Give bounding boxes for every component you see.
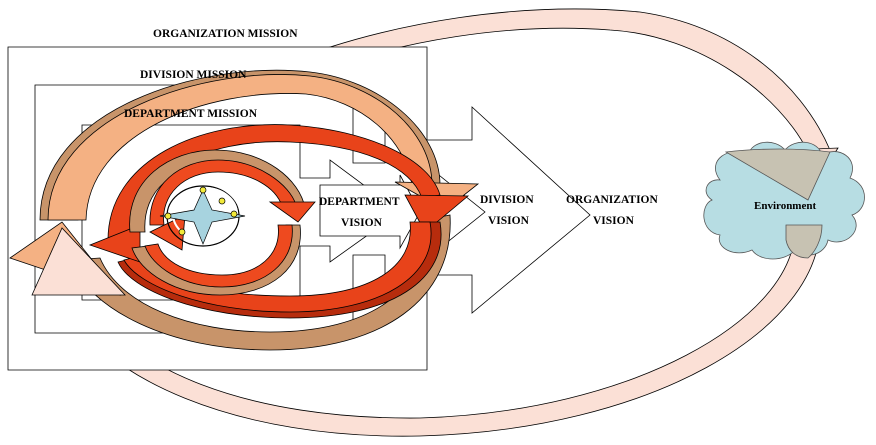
inner-loop-upper-arrowhead [268, 201, 316, 223]
environment-cloud [703, 141, 865, 260]
center-star-dot-bottom-left [178, 228, 186, 236]
division-loop-lower-arrowhead-shade [31, 227, 126, 296]
inner-loop-lower-red [144, 224, 293, 288]
department-loop-left-arrowhead [88, 224, 141, 263]
environment-cloud-overlap-bottom [785, 224, 823, 259]
division-vision-label-line2: VISION [488, 215, 530, 227]
inner-loop [129, 149, 316, 296]
labels: ORGANIZATION MISSION DIVISION MISSION DE… [124, 28, 816, 229]
division-loop [9, 69, 480, 351]
center-star-dot-upper-right [218, 197, 226, 205]
center-star-dot-left [164, 212, 172, 220]
organization-mission-label: ORGANIZATION MISSION [153, 28, 298, 40]
center-star-body [159, 189, 246, 245]
environment-label: Environment [754, 200, 816, 212]
department-mission-label: DEPARTMENT MISSION [124, 108, 258, 120]
department-vision-label-line1: DEPARTMENT [319, 196, 400, 208]
organization-vision-label-line2: VISION [593, 215, 635, 227]
organization-vision-label-line1: ORGANIZATION [566, 194, 658, 206]
department-vision-label-line2: VISION [341, 217, 383, 229]
center-star-dot-top [199, 186, 207, 194]
division-vision-label-line1: DIVISION [480, 194, 534, 206]
environment-cloud-overlap-top [724, 148, 831, 201]
environment-cloud-shape [703, 141, 865, 260]
division-mission-label: DIVISION MISSION [140, 69, 247, 81]
center-star [159, 185, 246, 247]
center-star-dot-right [230, 210, 238, 218]
